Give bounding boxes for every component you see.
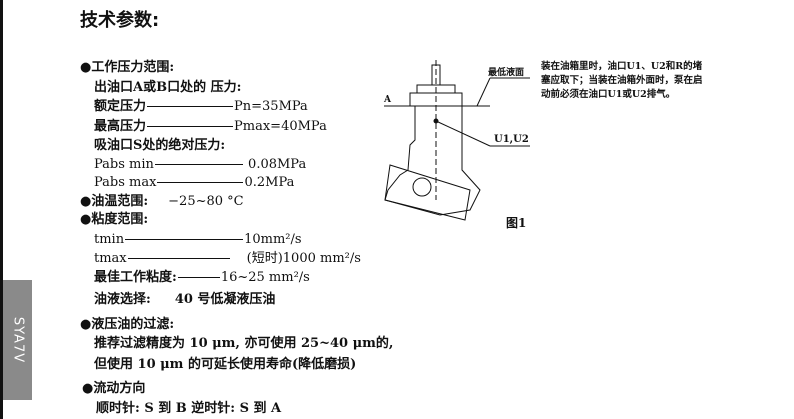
tmax-value: (短时)1000 mm²/s bbox=[246, 251, 361, 266]
level-leader bbox=[476, 77, 491, 107]
best-viscosity-label: 最佳工作粘度: bbox=[94, 270, 177, 285]
pressure-heading: ●工作压力范围: bbox=[80, 60, 175, 75]
oil-row: 油液选择: 40 号低凝液压油 bbox=[94, 292, 275, 308]
label-min-level: 最低液面 bbox=[488, 66, 524, 78]
viscosity-heading: ●粘度范围: bbox=[80, 212, 149, 227]
page-edge-line bbox=[0, 0, 3, 419]
best-viscosity-row: 最佳工作粘度: 16~25 mm²/s bbox=[94, 270, 310, 286]
label-a: A bbox=[383, 95, 392, 105]
side-tab: SYA7V bbox=[3, 280, 32, 400]
tmin-value: 10mm²/s bbox=[244, 232, 302, 247]
temp-value: −25~80 °C bbox=[168, 194, 244, 209]
pabs-max-row: Pabs max 0.2MPa bbox=[94, 175, 294, 191]
filter-line-2: 但使用 10 μm 的可延长使用寿命(降低磨损) bbox=[94, 357, 357, 372]
flow-heading: ●流动方向 bbox=[82, 381, 146, 396]
tmax-row: tmax (短时)1000 mm²/s bbox=[94, 251, 361, 267]
pabs-max-label: Pabs max bbox=[94, 175, 157, 190]
side-tab-label: SYA7V bbox=[10, 316, 25, 364]
pump-installation-diagram: A 最低液面 U1,U2 bbox=[383, 60, 530, 221]
u-leader bbox=[435, 120, 491, 147]
oil-value: 40 号低凝液压油 bbox=[174, 292, 276, 307]
filter-heading: ●液压油的过滤: bbox=[80, 317, 175, 332]
max-value: Pmax=40MPa bbox=[234, 119, 327, 134]
installation-note: 装在油箱里时，油口U1、U2和R的堵塞应取下；当装在油箱外面时，泵在启动前必须在… bbox=[541, 61, 703, 100]
tmax-label: tmax bbox=[94, 251, 127, 266]
label-u1-u2: U1,U2 bbox=[494, 134, 529, 145]
tmin-label: tmin bbox=[94, 232, 125, 247]
pabs-min-label: Pabs min bbox=[94, 157, 154, 172]
flow-value: 顺时针: S 到 B 逆时针: S 到 A bbox=[96, 401, 282, 416]
max-pressure-row: 最高压力 Pmax=40MPa bbox=[94, 119, 327, 135]
pump-body bbox=[384, 106, 481, 216]
rated-value: Pn=35MPa bbox=[234, 99, 308, 114]
oil-label: 油液选择: bbox=[94, 292, 151, 307]
port-block bbox=[384, 164, 471, 221]
pabs-min-row: Pabs min 0.08MPa bbox=[94, 157, 306, 173]
outlet-pressure-label: 出油口A或B口处的 压力: bbox=[94, 80, 242, 95]
max-label: 最高压力 bbox=[94, 119, 147, 134]
temp-row: ●油温范围: −25~80 °C bbox=[80, 194, 244, 210]
tmin-row: tmin 10mm²/s bbox=[94, 232, 302, 248]
filter-line-1: 推荐过滤精度为 10 μm, 亦可使用 25~40 μm的, bbox=[94, 336, 394, 351]
figure-caption: 图1 bbox=[506, 216, 527, 230]
page-title: 技术参数: bbox=[80, 10, 160, 31]
pabs-min-value: 0.08MPa bbox=[248, 157, 307, 172]
rated-label: 额定压力 bbox=[94, 99, 147, 114]
best-viscosity-value: 16~25 mm²/s bbox=[220, 270, 310, 285]
rated-pressure-row: 额定压力 Pn=35MPa bbox=[94, 99, 308, 115]
inlet-pressure-label: 吸油口S处的绝对压力: bbox=[94, 138, 226, 153]
pabs-max-value: 0.2MPa bbox=[244, 175, 295, 190]
temp-heading: ●油温范围: bbox=[80, 194, 149, 209]
port-circle bbox=[412, 177, 432, 197]
